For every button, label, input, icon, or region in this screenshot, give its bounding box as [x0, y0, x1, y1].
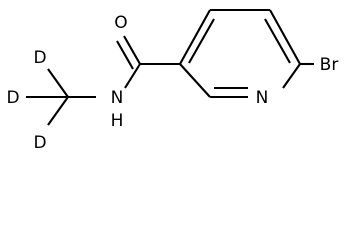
- ring-bond-c3-c4: [179, 9, 211, 65]
- ring-bond-c5-c6: [269, 9, 301, 65]
- ring-bond-c2-c3: [179, 63, 211, 98]
- bond-methyl-d-top: [47, 68, 69, 98]
- deuterium-left-label: D: [6, 88, 19, 108]
- oxygen-label: O: [114, 13, 127, 33]
- pyridine-ring: [179, 8, 301, 99]
- bond-carbonyl-o-double: [116, 40, 134, 70]
- ring-bond-c6-n1: [282, 63, 301, 89]
- molecule-structure: O N H N Br D D D: [6, 8, 339, 153]
- bond-methyl-d-bottom: [47, 96, 69, 126]
- ring-nitrogen-label: N: [256, 88, 269, 108]
- amide-nitrogen-label: N: [111, 88, 124, 108]
- ring-bond-c3-c4-inner: [188, 18, 215, 64]
- bond-carbonyl-n: [124, 63, 141, 89]
- deuterium-bottom-label: D: [33, 133, 46, 153]
- ring-bond-c5-c6-inner: [264, 18, 291, 64]
- bond-carbonyl-o: [123, 35, 141, 65]
- deuterium-top-label: D: [33, 48, 46, 68]
- bromine-label: Br: [320, 55, 339, 75]
- amide-hydrogen-label: H: [111, 111, 124, 131]
